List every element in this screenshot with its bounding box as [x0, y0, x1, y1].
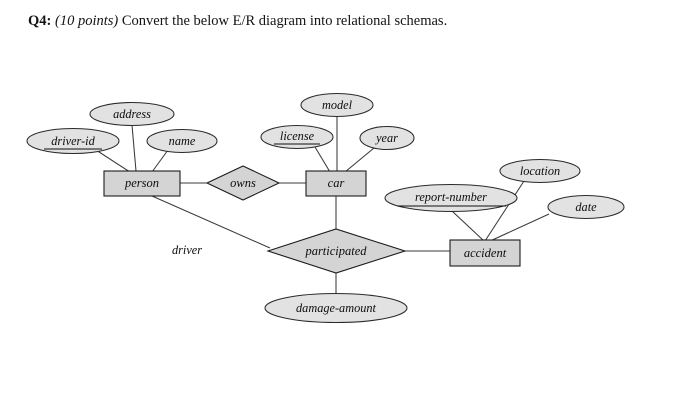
- attribute-year-label: year: [374, 131, 398, 145]
- attribute-location-label: location: [520, 164, 560, 178]
- attribute-driver-id[interactable]: driver-id: [26, 127, 120, 155]
- er-attributes: driver-id address name license model yea…: [26, 92, 625, 324]
- attribute-address-label: address: [113, 107, 151, 121]
- entity-car-shape: [305, 170, 367, 197]
- attribute-driver-id-shape: [26, 127, 120, 155]
- entity-person-label: person: [124, 176, 159, 190]
- entity-person-shape: [103, 170, 181, 197]
- er-role-labels: driver: [172, 243, 202, 257]
- attribute-address-shape: [89, 101, 175, 127]
- attribute-report-number-shape: [384, 183, 518, 213]
- attribute-date[interactable]: date: [547, 194, 625, 220]
- relationship-participated-label: participated: [304, 244, 367, 258]
- attribute-report-number-label: report-number: [415, 190, 487, 204]
- attribute-year[interactable]: year: [359, 125, 415, 151]
- edge-car-year: [344, 147, 375, 173]
- attribute-model[interactable]: model: [300, 92, 374, 118]
- attribute-damage-amount[interactable]: damage-amount: [264, 292, 408, 324]
- er-entities: person car accident: [103, 170, 521, 267]
- edge-person-name: [151, 149, 169, 173]
- attribute-date-shape: [547, 194, 625, 220]
- entity-accident[interactable]: accident: [449, 239, 521, 267]
- attribute-license-shape: [260, 124, 334, 150]
- question-prompt: Convert the below E/R diagram into relat…: [121, 13, 448, 29]
- attribute-damage-amount-label: damage-amount: [296, 301, 377, 315]
- edge-person-address: [131, 124, 137, 172]
- attribute-date-label: date: [575, 200, 597, 214]
- attribute-damage-amount-shape: [264, 292, 408, 324]
- question-points: (10 points): [54, 13, 119, 29]
- attribute-location-shape: [499, 158, 581, 184]
- relationship-participated-shape: [266, 228, 407, 274]
- attribute-year-shape: [359, 125, 415, 151]
- attribute-driver-id-label: driver-id: [51, 134, 95, 148]
- entity-car[interactable]: car: [305, 170, 367, 197]
- edge-car-license: [314, 146, 331, 173]
- attribute-license[interactable]: license: [260, 124, 334, 150]
- attribute-model-shape: [300, 92, 374, 118]
- role-label-driver: driver: [172, 243, 202, 257]
- er-edges: [95, 116, 550, 295]
- relationship-owns-label: owns: [230, 176, 256, 190]
- entity-car-label: car: [328, 176, 345, 190]
- edge-person-driver-id: [95, 149, 131, 173]
- entity-accident-shape: [449, 239, 521, 267]
- attribute-license-label: license: [280, 129, 315, 143]
- entity-person[interactable]: person: [103, 170, 181, 197]
- edge-accident-report-number: [451, 210, 485, 242]
- attribute-location[interactable]: location: [499, 158, 581, 184]
- entity-accident-label: accident: [464, 246, 507, 260]
- attribute-model-label: model: [322, 98, 353, 112]
- relationship-participated[interactable]: participated: [266, 228, 407, 274]
- attribute-address[interactable]: address: [89, 101, 175, 127]
- attribute-report-number[interactable]: report-number: [384, 183, 518, 213]
- attribute-name-label: name: [169, 134, 196, 148]
- edge-person-participated: [151, 195, 271, 249]
- attribute-name-shape: [146, 128, 218, 154]
- edge-accident-date: [487, 213, 550, 243]
- relationship-owns[interactable]: owns: [205, 165, 281, 201]
- question-label: Q4:: [28, 13, 52, 29]
- relationship-owns-shape: [205, 165, 281, 201]
- attribute-name[interactable]: name: [146, 128, 218, 154]
- edge-accident-location: [484, 180, 525, 242]
- er-relationships: owns participated: [205, 165, 407, 274]
- question-header: Q4: (10 points) Convert the below E/R di…: [28, 11, 447, 31]
